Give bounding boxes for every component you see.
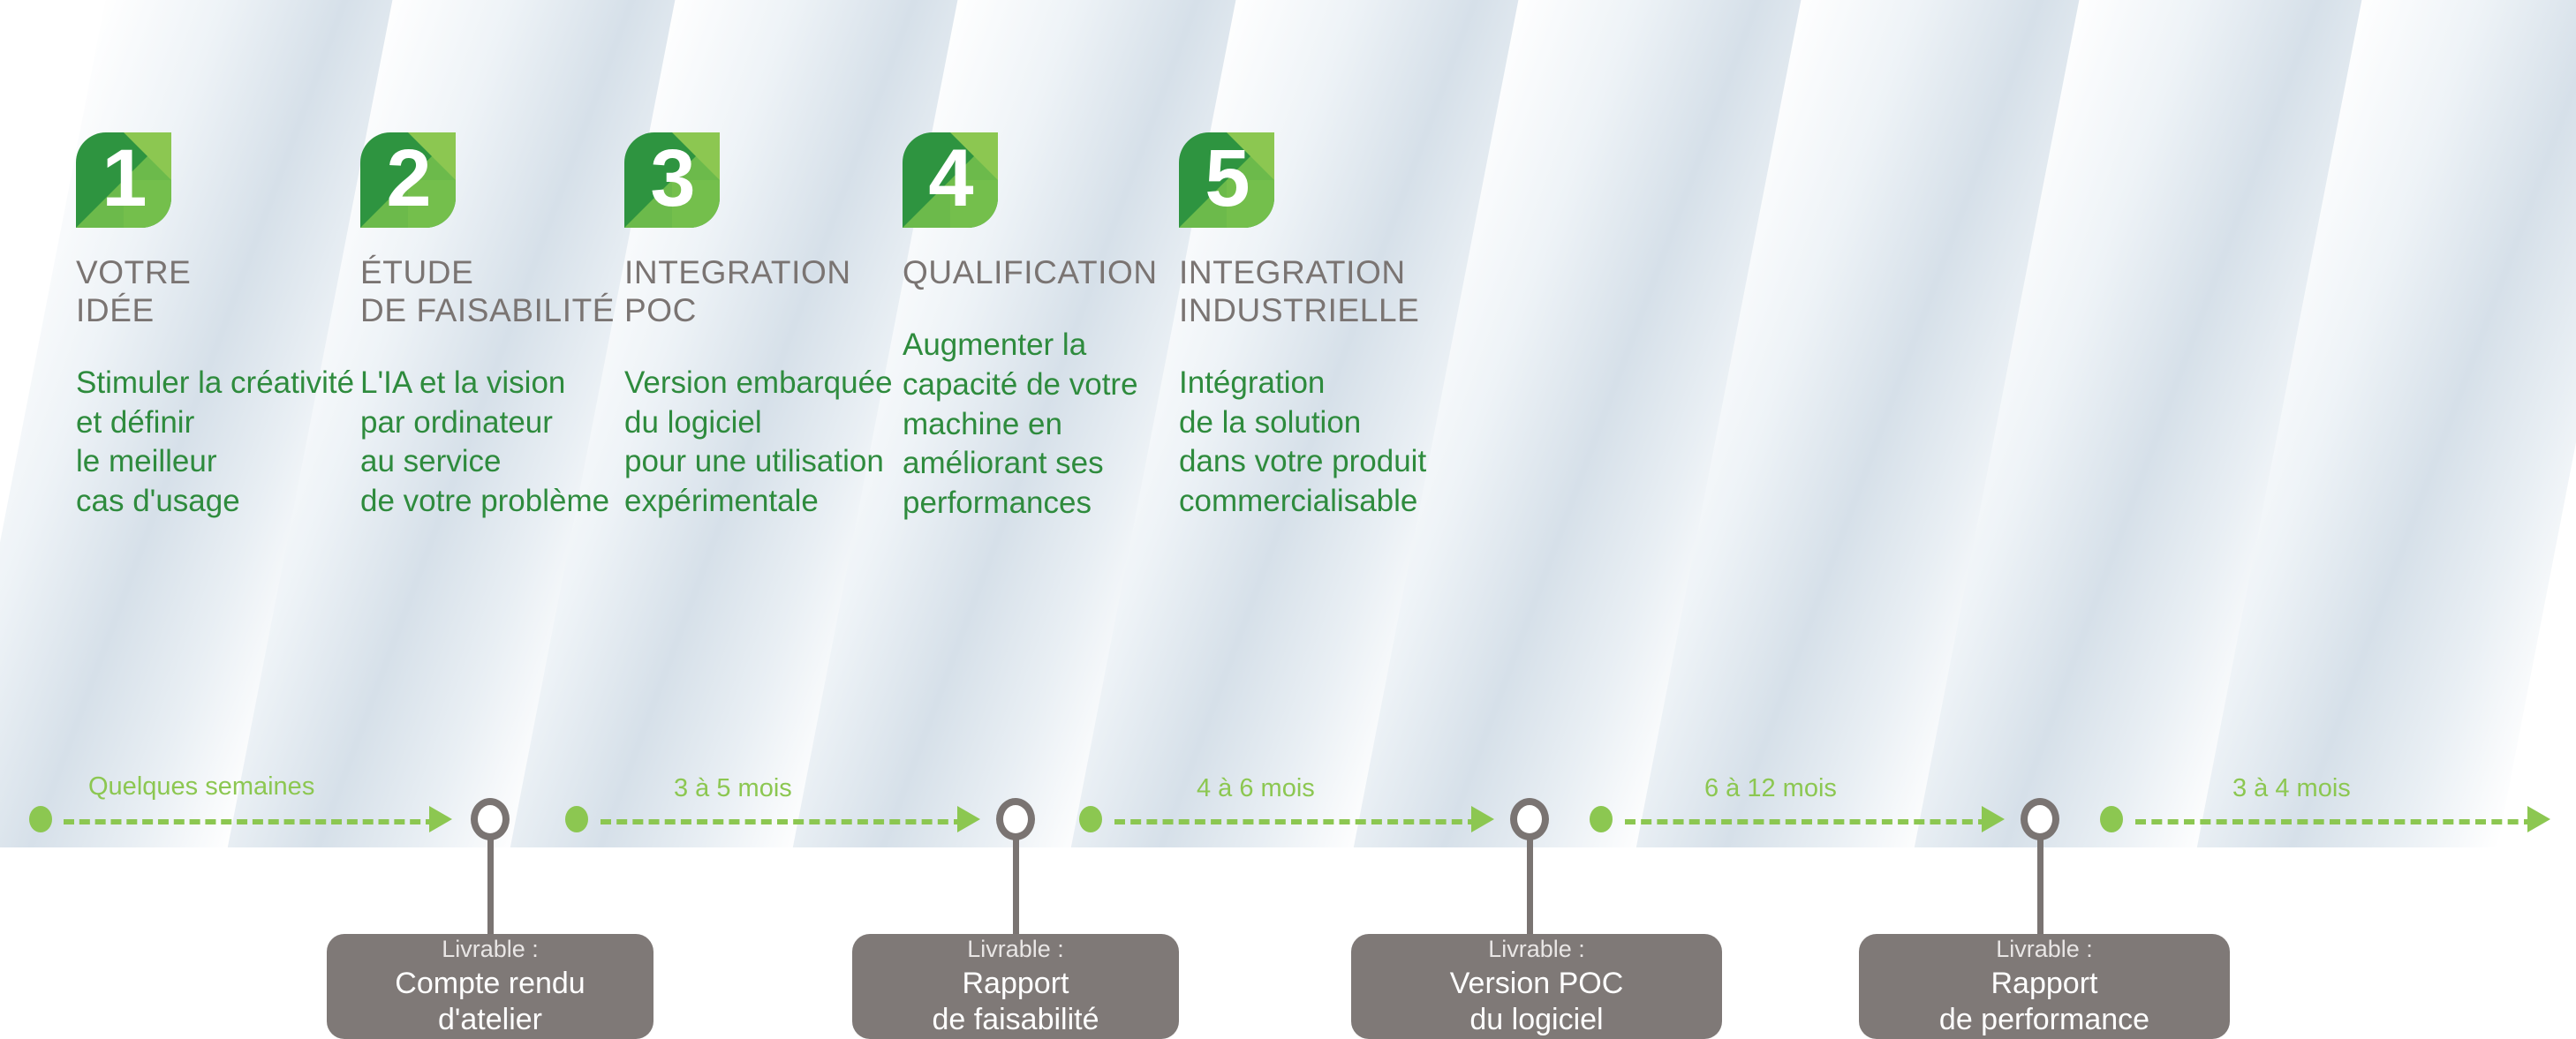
step-heading-4: QUALIFICATION bbox=[903, 254, 1158, 290]
step-heading-2: ÉTUDE DE FAISABILITÉ bbox=[360, 254, 616, 328]
deliverable-value-3: Version POC du logiciel bbox=[1449, 966, 1624, 1036]
deliverable-value-4: Rapport de performance bbox=[1938, 966, 2150, 1036]
timeline-dash-3 bbox=[1114, 819, 1478, 824]
timeline-milestone-stem-4 bbox=[2037, 839, 2043, 936]
step-body-2: L'IA et la vision par ordinateur au serv… bbox=[360, 365, 610, 519]
deliverable-label-3: Livrable : bbox=[1488, 935, 1585, 962]
deliverable-label-4: Livrable : bbox=[1996, 935, 2093, 962]
deliverable-label-2: Livrable : bbox=[967, 935, 1064, 962]
step-heading-1: VOTRE IDÉE bbox=[76, 254, 192, 328]
timeline-duration-1: Quelques semaines bbox=[88, 772, 315, 801]
step-badge-1: 1 bbox=[76, 132, 171, 228]
timeline-arrowhead-4 bbox=[1982, 806, 2005, 832]
timeline-duration-4: 6 à 12 mois bbox=[1704, 774, 1837, 802]
timeline-dash-5 bbox=[2135, 819, 2534, 824]
step-column-1: 1 VOTRE IDÉE Stimuler la créativité et d… bbox=[76, 132, 367, 522]
deliverable-card-1: Livrable : Compte rendu d'atelier bbox=[327, 934, 653, 1039]
timeline-arrowhead-1 bbox=[429, 806, 452, 832]
background-band-8 bbox=[1914, 0, 2378, 847]
timeline-milestone-stem-1 bbox=[487, 839, 494, 936]
deliverable-card-3: Livrable : Version POC du logiciel bbox=[1351, 934, 1722, 1039]
timeline-duration-2: 3 à 5 mois bbox=[674, 774, 792, 802]
timeline-milestone-ring-1 bbox=[471, 798, 510, 840]
step-body-5: Intégration de la solution dans votre pr… bbox=[1179, 365, 1427, 519]
step-badge-5: 5 bbox=[1179, 132, 1274, 228]
timeline-arrowhead-2 bbox=[957, 806, 980, 832]
timeline-start-dot-2 bbox=[565, 806, 588, 832]
timeline-arrowhead-3 bbox=[1471, 806, 1494, 832]
deliverable-card-2: Livrable : Rapport de faisabilité bbox=[852, 934, 1179, 1039]
timeline-duration-3: 4 à 6 mois bbox=[1197, 774, 1315, 802]
step-column-4: 4 QUALIFICATION Augmenter la capacité de… bbox=[903, 132, 1203, 523]
timeline-start-dot-5 bbox=[2100, 806, 2123, 832]
step-body-4: Augmenter la capacité de votre machine e… bbox=[903, 327, 1138, 521]
deliverable-value-2: Rapport de faisabilité bbox=[932, 966, 1099, 1036]
step-column-2: 2 ÉTUDE DE FAISABILITÉ L'IA et la vision… bbox=[360, 132, 652, 522]
step-badge-3: 3 bbox=[624, 132, 720, 228]
step-heading-5: INTEGRATION INDUSTRIELLE bbox=[1179, 254, 1420, 328]
step-body-1: Stimuler la créativité et définir le mei… bbox=[76, 365, 355, 519]
timeline-milestone-ring-2 bbox=[996, 798, 1035, 840]
step-number-4: 4 bbox=[928, 133, 973, 223]
background-band-7 bbox=[1635, 0, 2100, 847]
deliverable-label-1: Livrable : bbox=[442, 935, 539, 962]
step-column-3: 3 INTEGRATION POC Version embarquée du l… bbox=[624, 132, 925, 522]
timeline-milestone-ring-4 bbox=[2021, 798, 2059, 840]
step-number-5: 5 bbox=[1205, 133, 1250, 223]
timeline-start-dot-1 bbox=[29, 806, 52, 832]
deliverable-value-1: Compte rendu d'atelier bbox=[395, 966, 585, 1036]
step-badge-4: 4 bbox=[903, 132, 998, 228]
step-column-5: 5 INTEGRATION INDUSTRIELLE Intégration d… bbox=[1179, 132, 1488, 522]
timeline-milestone-stem-2 bbox=[1013, 839, 1019, 936]
timeline-dash-2 bbox=[601, 819, 964, 824]
timeline-milestone-ring-3 bbox=[1510, 798, 1549, 840]
timeline-start-dot-3 bbox=[1079, 806, 1102, 832]
timeline-dash-4 bbox=[1625, 819, 1989, 824]
step-number-3: 3 bbox=[650, 133, 695, 223]
timeline-dash-1 bbox=[64, 819, 436, 824]
step-number-2: 2 bbox=[386, 133, 431, 223]
step-badge-2: 2 bbox=[360, 132, 456, 228]
timeline-duration-5: 3 à 4 mois bbox=[2232, 774, 2351, 802]
timeline-start-dot-4 bbox=[1590, 806, 1613, 832]
background-band-9 bbox=[2196, 0, 2576, 847]
deliverable-card-4: Livrable : Rapport de performance bbox=[1859, 934, 2230, 1039]
step-number-1: 1 bbox=[102, 133, 147, 223]
timeline-milestone-stem-3 bbox=[1527, 839, 1533, 936]
step-heading-3: INTEGRATION POC bbox=[624, 254, 851, 328]
step-body-3: Version embarquée du logiciel pour une u… bbox=[624, 365, 893, 519]
timeline-arrowhead-5 bbox=[2527, 806, 2550, 832]
